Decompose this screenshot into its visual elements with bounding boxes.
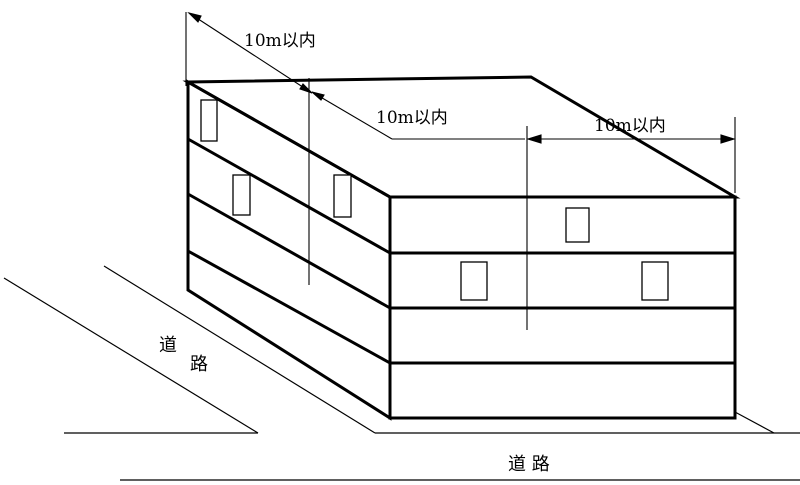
window: [565, 207, 590, 243]
measurements: [185, 11, 736, 330]
left-road-inner-edge: [103, 265, 376, 434]
bottom-road: [120, 411, 800, 481]
windows: [200, 99, 669, 301]
left-facade-floor-line-2: [187, 192, 391, 310]
dimension-label-top-right: 10m以内: [594, 116, 666, 136]
measure-right-arrow-end: [720, 134, 736, 144]
building: [182, 75, 741, 421]
left-road-label-char-1: 道: [159, 335, 177, 356]
measure-middle-dimension-line: [311, 91, 393, 140]
left-facade-floor-line-1: [187, 137, 391, 255]
window: [232, 174, 251, 216]
measure-left-dimension-line: [188, 12, 313, 94]
building-front-facade: [388, 195, 737, 420]
measure-right-arrow-start: [526, 134, 542, 144]
measure-left-arrow-start: [187, 11, 202, 23]
window: [333, 174, 352, 218]
left-road-outer-edge: [3, 277, 259, 434]
bottom-road-label: 道 路: [508, 454, 550, 475]
measure-middle-arrow-start: [311, 91, 325, 101]
left-road-label-char-2: 路: [190, 354, 208, 375]
window: [460, 261, 488, 301]
dimension-label-top-left: 10m以内: [244, 31, 316, 51]
left-facade-floor-line-3: [187, 249, 391, 365]
measure-left-arrow-end: [299, 83, 313, 94]
building-roof: [182, 75, 741, 199]
left-road: [3, 265, 376, 434]
dimension-label-top-middle: 10m以内: [376, 108, 448, 128]
window: [200, 99, 218, 142]
bottom-road-corner-edge: [734, 411, 775, 434]
window: [641, 261, 669, 301]
